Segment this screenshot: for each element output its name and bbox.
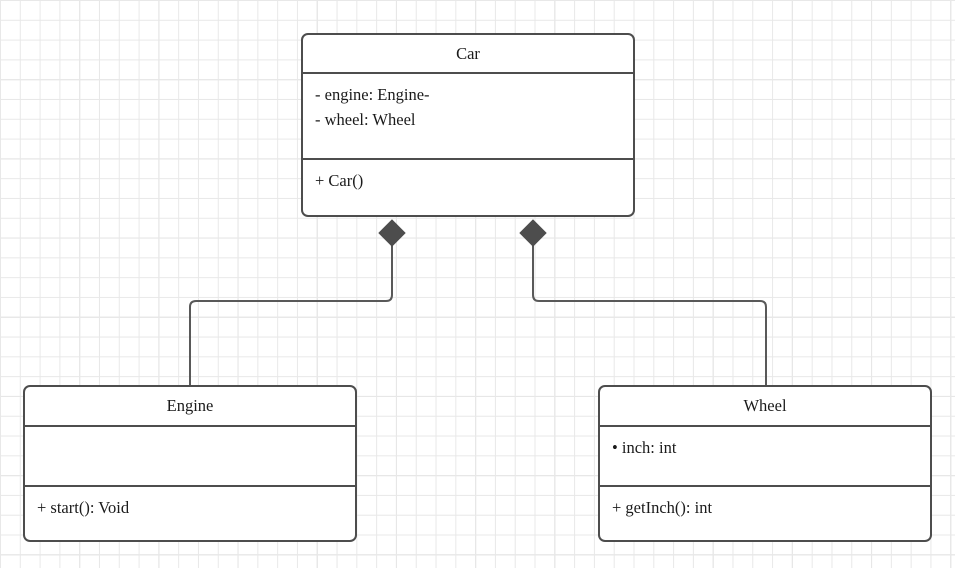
attributes-compartment-car: - engine: Engine- - wheel: Wheel (303, 74, 633, 160)
connector-car-wheel[interactable] (532, 233, 767, 385)
operation-item: + Car() (315, 171, 364, 190)
class-name-engine: Engine (25, 387, 355, 427)
uml-class-engine[interactable]: Engine + start(): Void (23, 385, 357, 542)
operation-item: + start(): Void (37, 498, 130, 517)
operation-item: + getInch(): int (612, 498, 713, 517)
class-name-wheel: Wheel (600, 387, 930, 427)
connector-car-engine[interactable] (189, 233, 393, 385)
uml-class-wheel[interactable]: Wheel • inch: int + getInch(): int (598, 385, 932, 542)
composition-diamond-wheel[interactable] (519, 219, 547, 247)
composition-diamond-engine[interactable] (378, 219, 406, 247)
attribute-item: - wheel: Wheel (315, 110, 416, 129)
attribute-item: - engine: Engine- (315, 85, 430, 104)
attribute-item: • inch: int (612, 438, 677, 457)
operations-compartment-car: + Car() (303, 160, 633, 215)
uml-class-car[interactable]: Car - engine: Engine- - wheel: Wheel + C… (301, 33, 635, 217)
operations-compartment-engine: + start(): Void (25, 487, 355, 540)
attributes-compartment-wheel: • inch: int (600, 427, 930, 487)
operations-compartment-wheel: + getInch(): int (600, 487, 930, 540)
attributes-compartment-engine (25, 427, 355, 487)
class-name-car: Car (303, 35, 633, 74)
